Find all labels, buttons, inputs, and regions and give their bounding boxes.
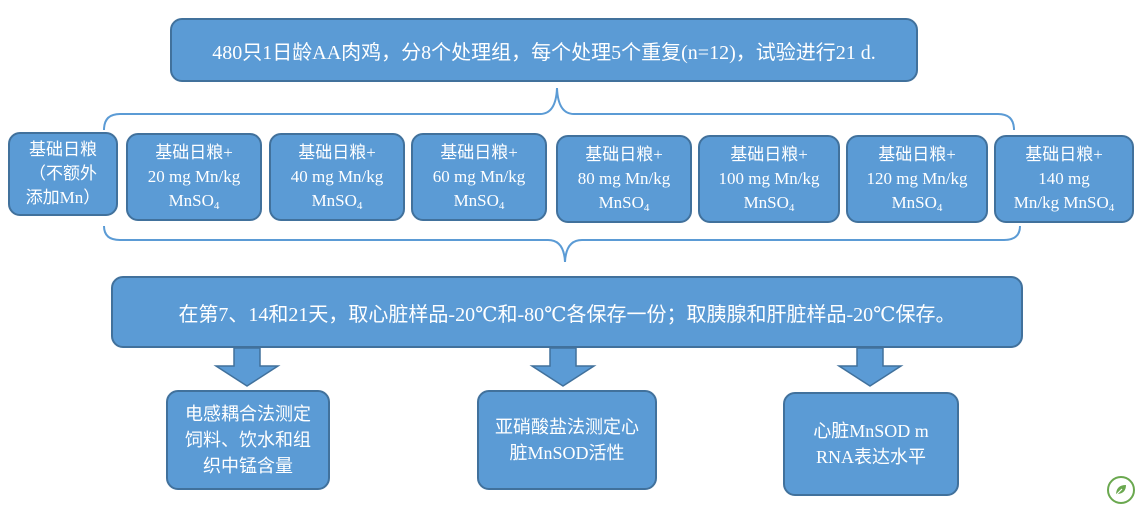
group-80mg: 基础日粮+ 80 mg Mn/kg MnSO4 (556, 135, 692, 223)
arrow-down-icon (836, 347, 904, 387)
sampling-text: 在第7、14和21天，取心脏样品-20℃和-80℃各保存一份；取胰腺和肝脏样品-… (178, 303, 956, 326)
group-100mg: 基础日粮+ 100 mg Mn/kg MnSO4 (698, 135, 840, 223)
bottom-brace (103, 225, 1021, 263)
top-brace (103, 87, 1015, 131)
group-40mg: 基础日粮+ 40 mg Mn/kg MnSO4 (269, 133, 405, 221)
method-icp-box: 电感耦合法测定 饲料、饮水和组 织中锰含量 (166, 390, 330, 490)
sampling-box: 在第7、14和21天，取心脏样品-20℃和-80℃各保存一份；取胰腺和肝脏样品-… (111, 276, 1023, 348)
arrow-down-icon (213, 347, 281, 387)
leaf-logo-icon (1107, 476, 1135, 504)
group-0: 基础日粮 （不额外 添加Mn） (8, 132, 118, 216)
group-20mg: 基础日粮+ 20 mg Mn/kg MnSO4 (126, 133, 262, 221)
group-120mg: 基础日粮+ 120 mg Mn/kg MnSO4 (846, 135, 988, 223)
group-140mg: 基础日粮+ 140 mg Mn/kg MnSO4 (994, 135, 1134, 223)
study-design-text: 480只1日龄AA肉鸡，分8个处理组，每个处理5个重复(n=12)，试验进行21… (212, 41, 876, 64)
study-design-box: 480只1日龄AA肉鸡，分8个处理组，每个处理5个重复(n=12)，试验进行21… (170, 18, 918, 82)
group-60mg: 基础日粮+ 60 mg Mn/kg MnSO4 (411, 133, 547, 221)
method-nitrite-box: 亚硝酸盐法测定心 脏MnSOD活性 (477, 390, 657, 490)
arrow-down-icon (529, 347, 597, 387)
method-mrna-box: 心脏MnSOD m RNA表达水平 (783, 392, 959, 496)
